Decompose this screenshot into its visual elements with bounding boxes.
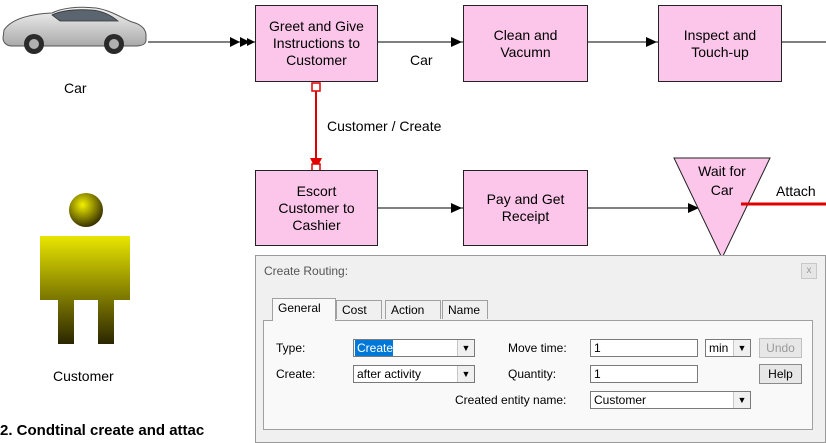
arrowhead-icon bbox=[451, 37, 462, 47]
arrowhead-icon bbox=[646, 37, 657, 47]
double-arrow-icon-2 bbox=[240, 37, 250, 47]
move-time-field[interactable]: 1 bbox=[590, 339, 698, 357]
activity-pay[interactable]: Pay and Get Receipt bbox=[463, 170, 588, 246]
create-select[interactable]: after activity ▼ bbox=[353, 365, 475, 383]
activity-escort[interactable]: Escort Customer to Cashier bbox=[255, 170, 378, 246]
quantity-label: Quantity: bbox=[508, 367, 557, 381]
tab-cost[interactable]: Cost bbox=[336, 300, 382, 319]
type-select[interactable]: Create ▼ bbox=[353, 339, 475, 357]
help-button[interactable]: Help bbox=[759, 364, 802, 384]
undo-button[interactable]: Undo bbox=[759, 338, 802, 358]
car-route-label: Car bbox=[410, 52, 433, 68]
chevron-down-icon: ▼ bbox=[457, 340, 474, 356]
activity-wait-label: Wait for Car bbox=[698, 163, 746, 198]
move-time-unit-value: min bbox=[709, 341, 729, 355]
route-handle-top[interactable] bbox=[311, 82, 321, 92]
chevron-down-icon: ▼ bbox=[457, 366, 474, 382]
create-routing-dialog: Create Routing: x General Cost Action Na… bbox=[255, 255, 826, 443]
create-label: Create: bbox=[276, 367, 316, 381]
car-entity-icon[interactable] bbox=[2, 6, 147, 54]
activity-greet[interactable]: Greet and Give Instructions to Customer bbox=[255, 5, 378, 82]
close-icon[interactable]: x bbox=[801, 263, 817, 279]
activity-clean[interactable]: Clean and Vacumn bbox=[463, 5, 588, 82]
arrowhead-icon bbox=[451, 203, 462, 213]
chevron-down-icon: ▼ bbox=[733, 392, 750, 408]
customer-create-route-label: Customer / Create bbox=[327, 118, 442, 134]
activity-inspect[interactable]: Inspect and Touch-up bbox=[658, 5, 782, 82]
section-caption: 2. Condtinal create and attac bbox=[0, 422, 205, 439]
created-entity-name-label: Created entity name: bbox=[455, 393, 567, 407]
created-entity-name-value: Customer bbox=[594, 393, 647, 407]
general-tab-panel: Type: Create ▼ Move time: 1 min ▼ Undo C… bbox=[263, 320, 813, 430]
double-arrow-icon bbox=[230, 37, 240, 47]
car-entity-label: Car bbox=[64, 80, 87, 96]
wait-for-car-shape[interactable] bbox=[673, 157, 771, 260]
customer-entity-icon[interactable] bbox=[40, 193, 130, 344]
tab-action[interactable]: Action bbox=[385, 300, 441, 319]
tab-name[interactable]: Name bbox=[442, 300, 488, 319]
arrowhead-icon bbox=[688, 203, 699, 213]
move-time-label: Move time: bbox=[508, 341, 567, 355]
type-select-value: Create bbox=[355, 340, 394, 356]
attach-route-label: Attach bbox=[776, 183, 816, 199]
dialog-title: Create Routing: bbox=[264, 264, 349, 278]
customer-entity-label: Customer bbox=[53, 368, 114, 384]
created-entity-name-select[interactable]: Customer ▼ bbox=[590, 391, 751, 409]
type-label: Type: bbox=[276, 341, 306, 355]
move-time-unit-select[interactable]: min ▼ bbox=[705, 339, 751, 357]
chevron-down-icon: ▼ bbox=[733, 340, 750, 356]
create-select-value: after activity bbox=[357, 367, 422, 381]
quantity-field[interactable]: 1 bbox=[590, 365, 698, 383]
arrowhead-icon bbox=[247, 38, 255, 46]
tab-general[interactable]: General bbox=[272, 298, 336, 321]
